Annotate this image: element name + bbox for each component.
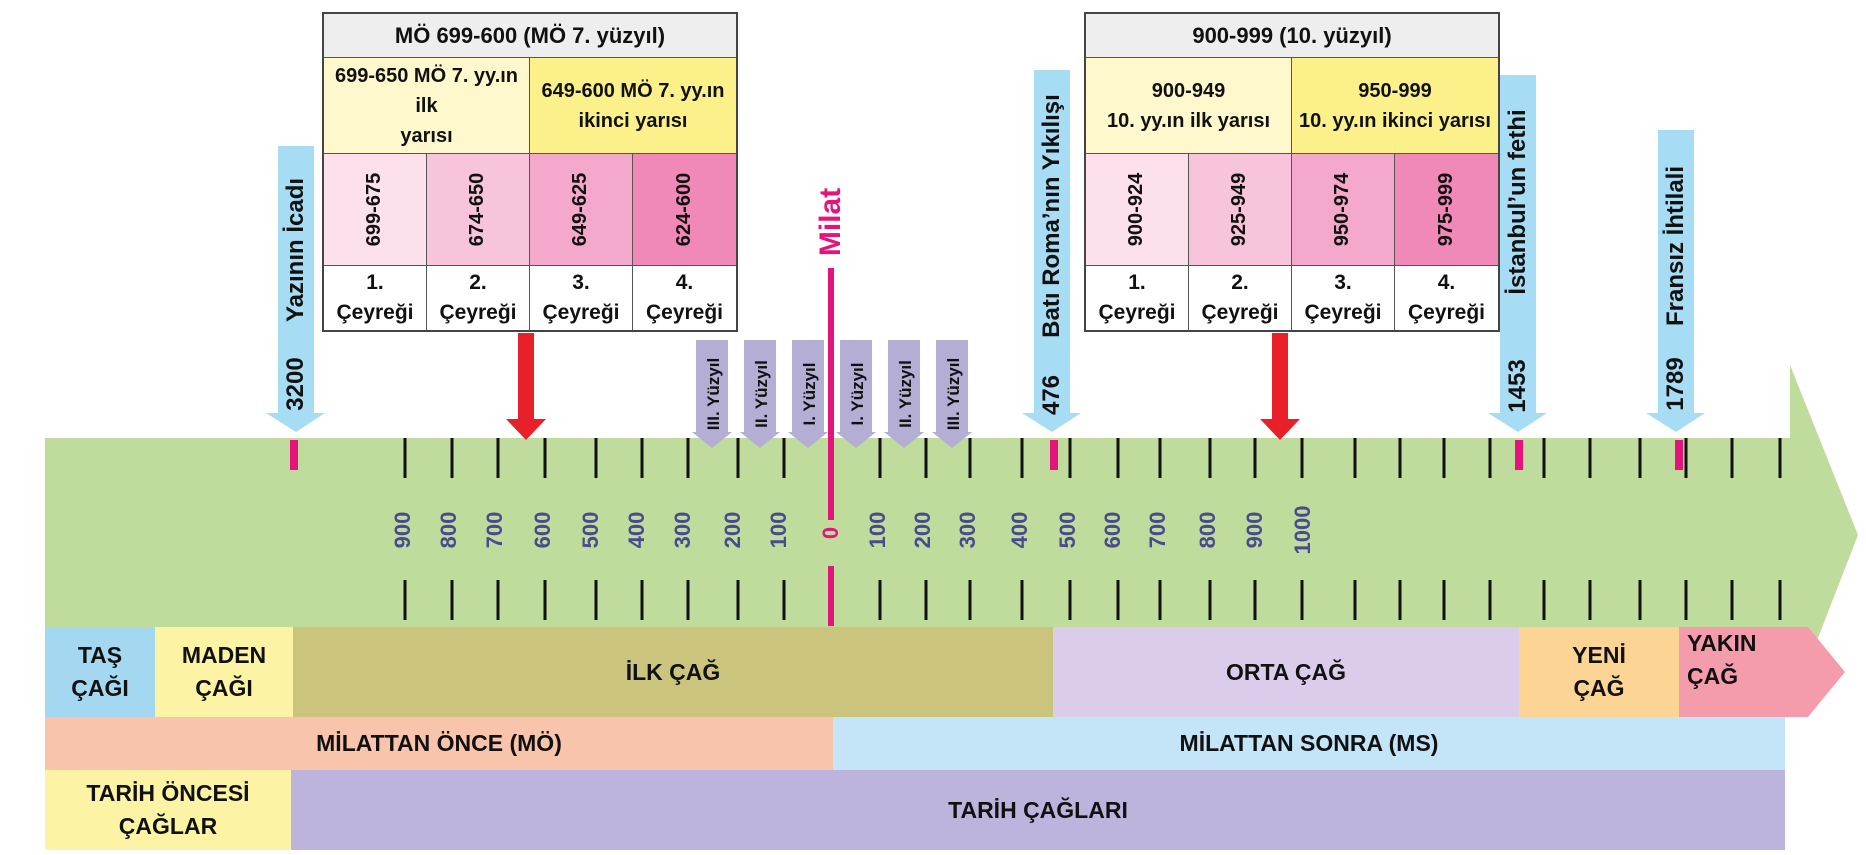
quarter-1: 1.Çeyreği bbox=[324, 266, 427, 330]
red-arrow-bc bbox=[506, 333, 546, 440]
tick-label-bc: 700 bbox=[482, 512, 507, 549]
quarter-3: 3.Çeyreği bbox=[530, 266, 633, 330]
event-label-476: Batı Roma’nın Yıkılışı bbox=[1038, 94, 1065, 338]
tick-label-ad: 300 bbox=[955, 512, 980, 549]
zero-label: 0 bbox=[818, 527, 843, 539]
event-year-3200: 3200 bbox=[282, 357, 309, 411]
tick-label-bc: 900 bbox=[390, 512, 415, 549]
tick-label-ad: 500 bbox=[1055, 512, 1080, 549]
quarter-2: 2.Çeyreği bbox=[427, 266, 530, 330]
tick-marks bbox=[403, 438, 1782, 620]
tick-label-bc: 600 bbox=[530, 512, 555, 549]
event-label-1789: Fransız İhtilali bbox=[1662, 165, 1689, 327]
century-arrow: II. Yüzyıl bbox=[740, 340, 780, 448]
century-label: II. Yüzyıl bbox=[752, 360, 771, 428]
red-arrow-ad bbox=[1260, 333, 1300, 440]
range-4: 975-999 bbox=[1395, 154, 1498, 266]
tick-label-ad: 200 bbox=[910, 512, 935, 549]
event-year-1789: 1789 bbox=[1662, 357, 1689, 411]
century-label: III. Yüzyıl bbox=[944, 358, 963, 430]
event-arrow-1789 bbox=[1646, 130, 1705, 432]
century-arrow: I. Yüzyıl bbox=[836, 340, 876, 448]
quarter-2: 2.Çeyreği bbox=[1189, 266, 1292, 330]
quarter-4: 4.Çeyreği bbox=[645, 271, 724, 324]
tick-label-ad: 100 bbox=[865, 512, 890, 549]
tick-label-ad: 800 bbox=[1195, 512, 1220, 549]
quarter-4: 4.Çeyreği bbox=[1407, 271, 1486, 324]
event-marker-1789 bbox=[1675, 440, 1683, 470]
quarter-1: 1.Çeyreği bbox=[1086, 266, 1189, 330]
century-arrow: I. Yüzyıl bbox=[788, 340, 828, 448]
age-middle: ORTA ÇAĞ bbox=[1053, 627, 1519, 717]
tick-label-bc: 200 bbox=[720, 512, 745, 549]
tick-label-bc: 400 bbox=[624, 512, 649, 549]
tick-label-bc: 500 bbox=[578, 512, 603, 549]
century-label: I. Yüzyıl bbox=[848, 363, 867, 426]
tick-label-ad: 400 bbox=[1007, 512, 1032, 549]
tick-label-ad: 900 bbox=[1242, 512, 1267, 549]
tick-label-bc: 300 bbox=[670, 512, 695, 549]
milat-line bbox=[828, 268, 834, 626]
range-2: 674-650 bbox=[427, 154, 530, 266]
century-arrow: II. Yüzyıl bbox=[884, 340, 924, 448]
range-1: 900-924 bbox=[1086, 154, 1189, 266]
event-arrow-1453 bbox=[1488, 75, 1547, 432]
century-arrow: III. Yüzyıl bbox=[932, 340, 972, 448]
event-marker-1453 bbox=[1515, 440, 1523, 470]
event-marker-3200 bbox=[290, 440, 298, 470]
event-arrow-476 bbox=[1022, 70, 1081, 432]
table-7th-century-bc: MÖ 699-600 (MÖ 7. yüzyıl) 699-650 MÖ 7. … bbox=[322, 12, 738, 332]
range-3: 649-625 bbox=[530, 154, 633, 266]
tick-labels: 900 800 700 600 500 400 300 200 100 100 200 300 400 5… bbox=[390, 506, 1315, 555]
range-4: 624-600 bbox=[633, 154, 736, 266]
century-label: III. Yüzyıl bbox=[704, 358, 723, 430]
event-label-3200: Yazının İcadı bbox=[282, 177, 309, 323]
range-1: 699-675 bbox=[324, 154, 427, 266]
event-label-1453: İstanbul’un fethi bbox=[1504, 109, 1531, 295]
event-arrow-3200 bbox=[266, 146, 325, 432]
tick-label-bc: 100 bbox=[766, 512, 791, 549]
event-year-476: 476 bbox=[1038, 374, 1065, 416]
tick-label-ad: 1000 bbox=[1290, 506, 1315, 555]
range-3: 950-974 bbox=[1292, 154, 1395, 266]
century-label: II. Yüzyıl bbox=[896, 360, 915, 428]
century-arrow: III. Yüzyıl bbox=[692, 340, 732, 448]
quarter-3: 3.Çeyreği bbox=[1292, 266, 1395, 330]
tick-label-ad: 600 bbox=[1100, 512, 1125, 549]
era-bc: MİLATTAN ÖNCE (MÖ) bbox=[45, 717, 833, 770]
era-ad: MİLATTAN SONRA (MS) bbox=[833, 717, 1785, 770]
milat-label: Milat bbox=[814, 187, 847, 257]
range-2: 925-949 bbox=[1189, 154, 1292, 266]
tick-label-bc: 800 bbox=[436, 512, 461, 549]
period-historic: TARİH ÇAĞLARI bbox=[291, 770, 1785, 850]
milat-gap bbox=[826, 520, 836, 566]
century-label: I. Yüzyıl bbox=[800, 363, 819, 426]
age-ancient: İLK ÇAĞ bbox=[293, 627, 1053, 717]
tick-label-ad: 700 bbox=[1145, 512, 1170, 549]
century-arrows: III. Yüzyıl II. Yüzyıl I. Yüzyıl I. Yüzyıl I… bbox=[692, 340, 972, 448]
event-marker-476 bbox=[1050, 440, 1058, 470]
event-year-1453: 1453 bbox=[1504, 359, 1531, 413]
table-title: MÖ 699-600 (MÖ 7. yüzyıl) bbox=[324, 14, 736, 58]
table-title: 900-999 (10. yüzyıl) bbox=[1086, 14, 1498, 58]
